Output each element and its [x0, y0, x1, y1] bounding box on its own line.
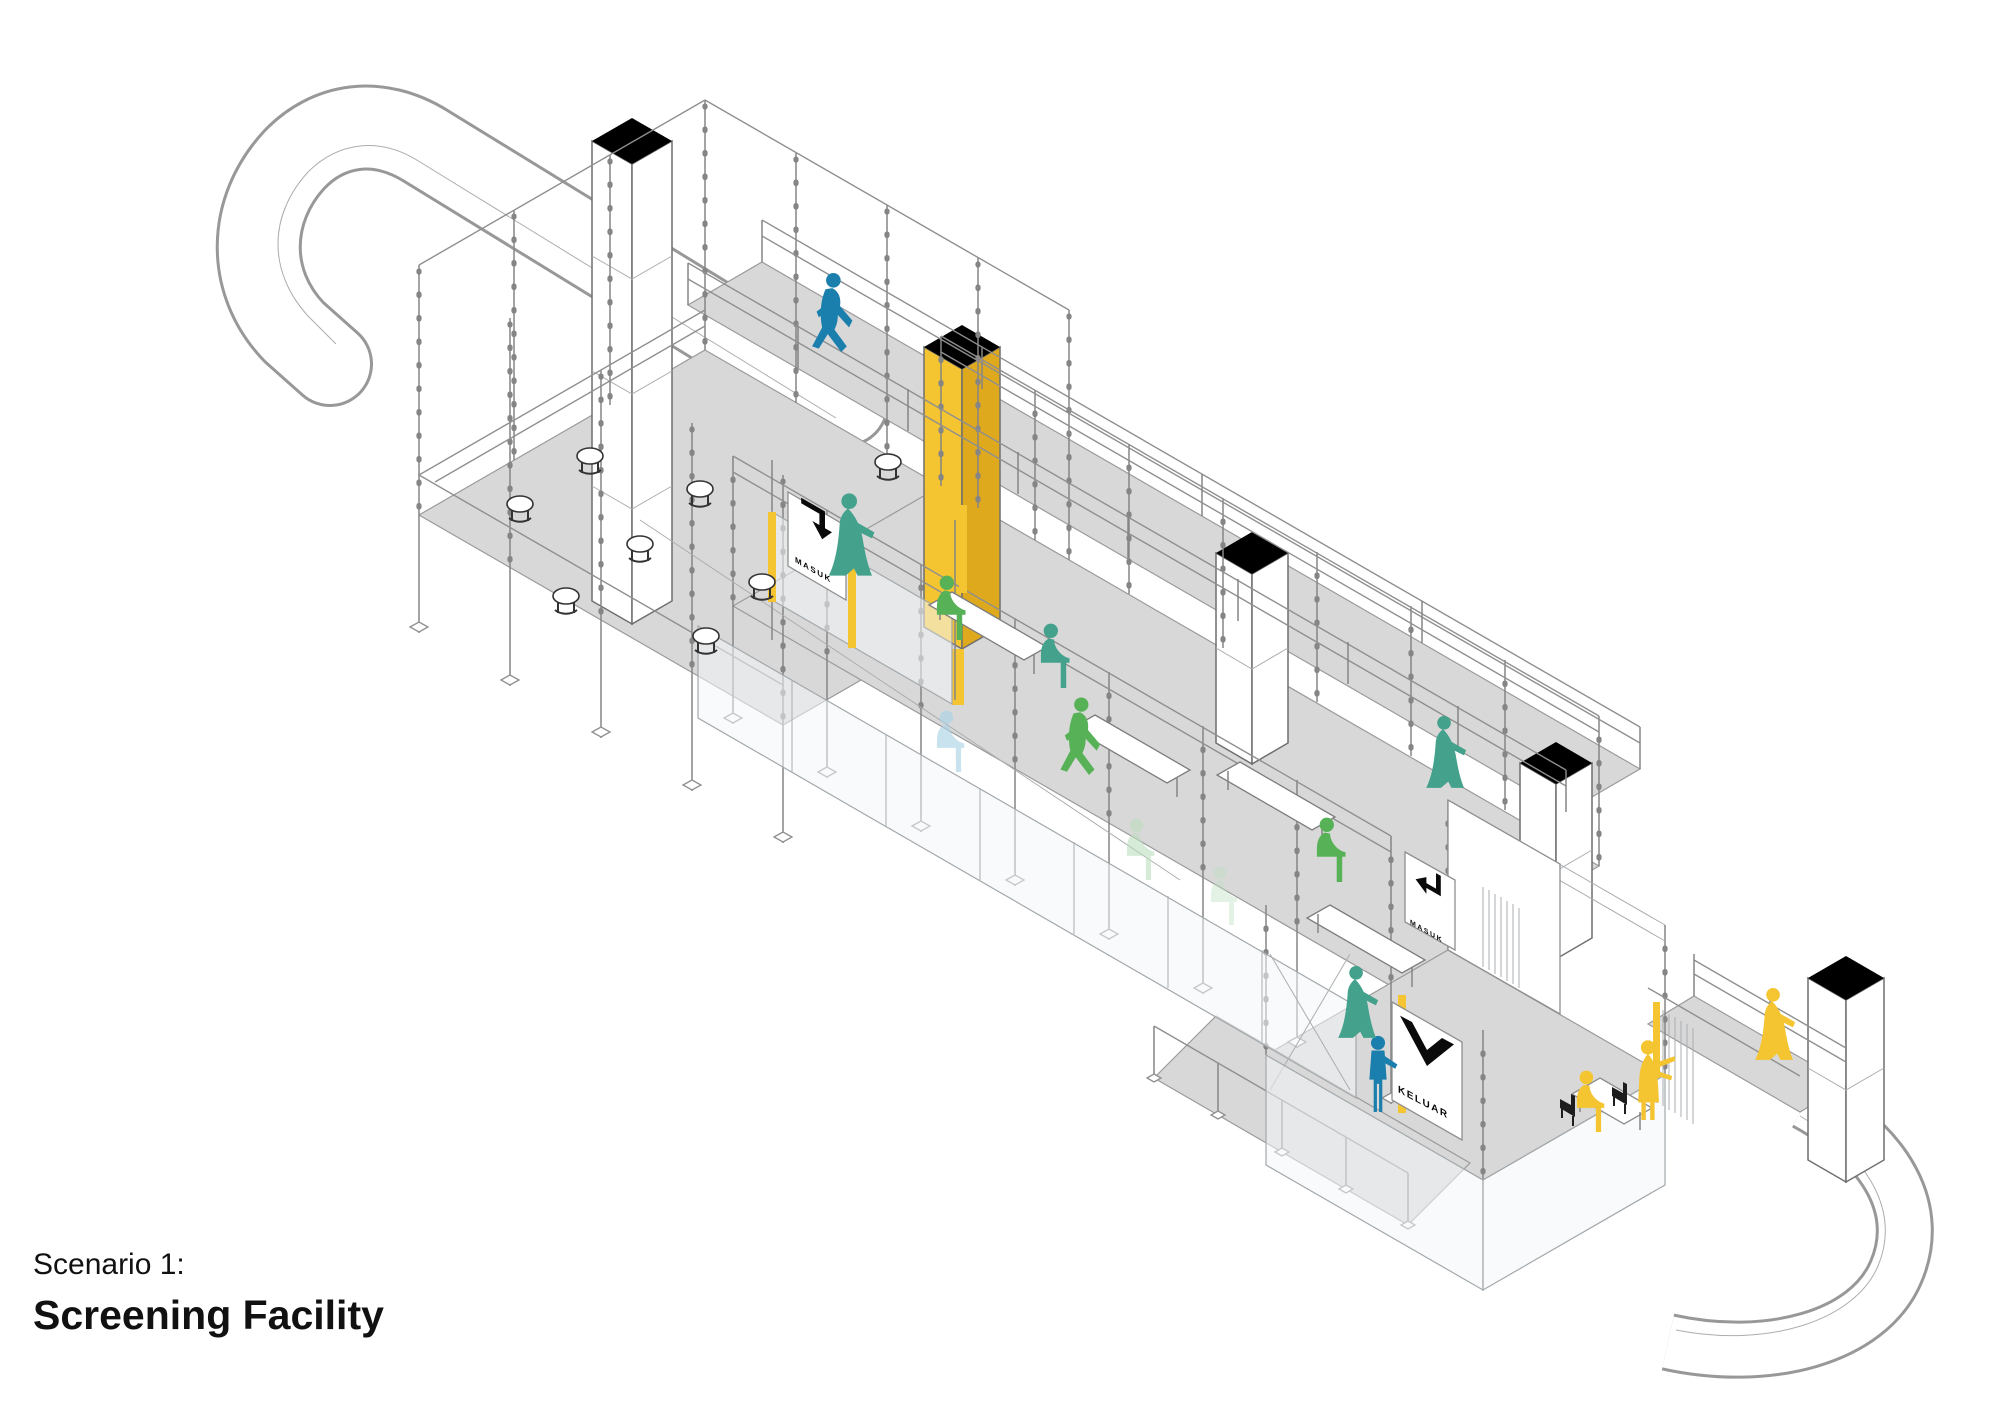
- corridor-glass-band: [697, 624, 1357, 1100]
- caption-block: Scenario 1: Screening Facility: [33, 1248, 384, 1339]
- facility-title: Screening Facility: [33, 1292, 384, 1338]
- tower-1-cap: [592, 118, 672, 164]
- tower-caps: [592, 118, 1884, 1000]
- sign-keluar-exit: KELUAR: [1391, 1000, 1463, 1142]
- tower-3-cap: [1520, 742, 1592, 784]
- curved-walkway: [215, 84, 889, 447]
- tower-2: [1215, 551, 1289, 766]
- tower-4: [1807, 976, 1885, 1184]
- tower-1: [591, 139, 673, 626]
- room-back-wall: [1447, 798, 1561, 1016]
- scenario-label: Scenario 1:: [33, 1248, 185, 1281]
- tower-4-cap: [1808, 956, 1884, 1000]
